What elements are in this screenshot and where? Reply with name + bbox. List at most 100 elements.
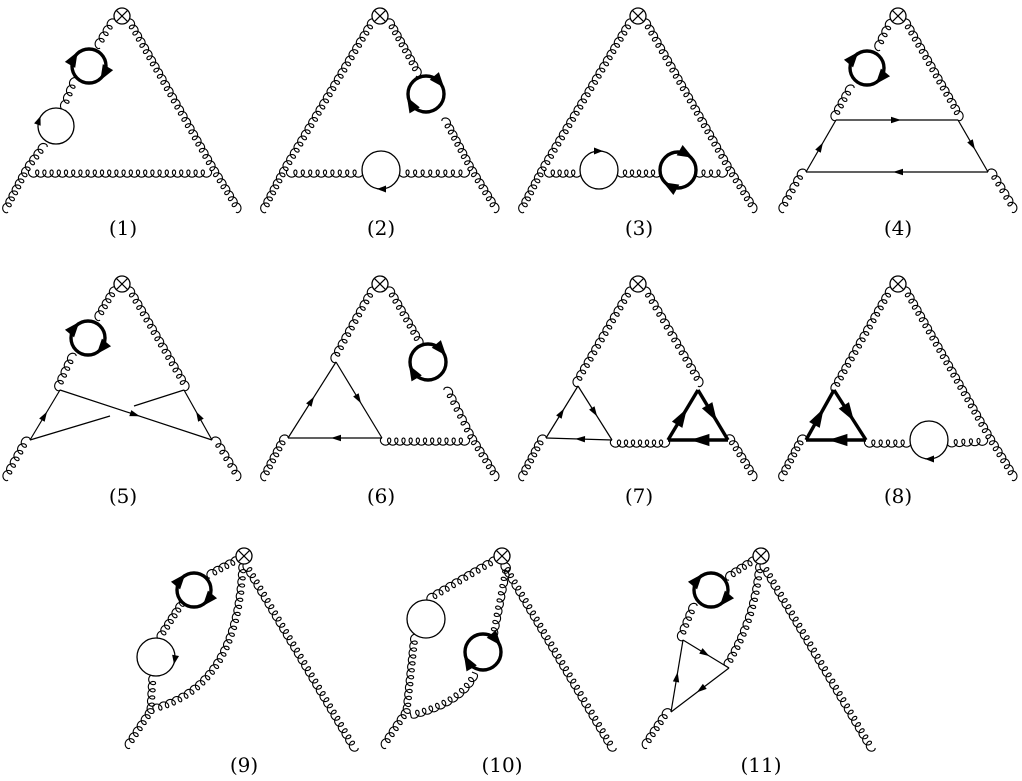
diagram-label-9: (9): [230, 753, 258, 777]
gluon-line: [282, 18, 377, 172]
quark-line: [577, 385, 613, 441]
gluon-line: [152, 563, 247, 713]
light-quark-loop: [361, 150, 401, 193]
gluon-line: [385, 18, 422, 78]
heavy-quark-loop: [64, 47, 114, 85]
external-gluon: [467, 434, 500, 482]
diagram-8: [778, 275, 1018, 482]
gluon-line: [206, 556, 242, 579]
gluon-line: [946, 437, 989, 448]
diagram-label-5: (5): [109, 484, 137, 508]
diagram-3: [518, 7, 758, 214]
arrow-icon: [815, 142, 823, 153]
operator-vertex-icon: [371, 275, 389, 293]
arrow-icon: [196, 411, 204, 422]
gluon-line: [540, 18, 635, 172]
diagram-9: [124, 547, 359, 752]
arrow-icon: [676, 145, 693, 158]
light-quark-loop: [34, 107, 75, 145]
arrow-icon: [64, 321, 80, 338]
diagram-10: [380, 547, 617, 752]
diagram-label-11: (11): [740, 753, 781, 777]
heavy-quark-triangle-loop: [666, 389, 730, 447]
diagram-6: [260, 275, 500, 482]
arrow-icon: [429, 72, 445, 88]
arrow-icon: [170, 573, 186, 590]
gluon-line: [901, 18, 964, 122]
arrow-icon: [34, 116, 41, 126]
arrow-icon: [589, 406, 598, 417]
arrow-icon: [696, 683, 707, 693]
quark-line: [545, 435, 613, 443]
quark-line: [805, 119, 837, 173]
external-gluon: [260, 166, 289, 214]
arrow-icon: [891, 116, 901, 124]
quark-line: [670, 639, 684, 713]
diagram-label-2: (2): [367, 216, 395, 240]
light-quark-loop: [136, 637, 180, 677]
external-gluon: [2, 166, 31, 214]
diagram-5: [2, 275, 242, 482]
quark-line: [29, 389, 185, 441]
arrow-icon: [699, 648, 710, 657]
arrow-icon: [838, 402, 855, 422]
arrow-icon: [331, 434, 341, 442]
arrow-icon: [719, 590, 735, 607]
heavy-quark-line: [696, 389, 730, 441]
gluon-line: [54, 352, 77, 392]
external-gluon: [209, 166, 242, 214]
quark-line: [836, 116, 958, 124]
external-gluon: [985, 434, 1018, 482]
arrow-icon: [129, 410, 140, 417]
arrow-icon: [809, 408, 824, 428]
diagram-label-3: (3): [625, 216, 653, 240]
arrow-icon: [893, 168, 903, 176]
quark-line: [682, 639, 730, 669]
quark-line: [59, 389, 213, 441]
diagram-label-10: (10): [481, 753, 522, 777]
gluon-line: [543, 169, 583, 178]
diagram-label-4: (4): [884, 216, 912, 240]
arrow-icon: [690, 433, 710, 447]
external-gluon: [124, 708, 155, 750]
gluon-line: [641, 286, 704, 388]
heavy-quark-line: [666, 389, 700, 441]
gluon-line: [125, 286, 190, 392]
arrow-icon: [353, 393, 362, 404]
gluon-line: [409, 671, 479, 719]
arrow-icon: [64, 51, 78, 68]
arrow-icon: [594, 147, 603, 155]
gluon-line: [874, 18, 895, 52]
arrow-icon: [663, 182, 680, 195]
external-gluon: [778, 434, 807, 482]
quark-line: [288, 434, 382, 442]
heavy-quark-loop: [170, 571, 218, 609]
gluon-line: [572, 286, 635, 388]
gluon-line: [441, 117, 474, 172]
arrow-icon: [875, 68, 891, 85]
quark-line: [29, 389, 61, 441]
diagram-label-1: (1): [109, 216, 137, 240]
arrow-icon: [100, 64, 114, 81]
external-gluon: [641, 708, 672, 750]
operator-vertex-icon: [493, 547, 511, 565]
arrow-icon: [464, 655, 477, 672]
heavy-quark-loop: [406, 72, 446, 114]
gluon-line: [397, 169, 471, 178]
gluon-line: [379, 437, 471, 446]
gluon-line: [443, 386, 474, 440]
diagram-7: [518, 275, 758, 482]
heavy-quark-loop: [463, 630, 503, 672]
external-gluon: [518, 166, 547, 214]
light-quark-loop: [909, 420, 949, 463]
arrow-icon: [701, 402, 717, 422]
gluon-line: [676, 602, 698, 642]
heavy-quark-line: [806, 433, 866, 447]
external-gluon: [778, 168, 807, 214]
operator-vertex-icon: [113, 275, 131, 293]
external-gluon: [725, 434, 758, 482]
light-quark-loop: [579, 147, 619, 190]
operator-vertex-icon: [629, 275, 647, 293]
operator-vertex-icon: [113, 7, 131, 25]
gluon-line: [641, 18, 732, 172]
